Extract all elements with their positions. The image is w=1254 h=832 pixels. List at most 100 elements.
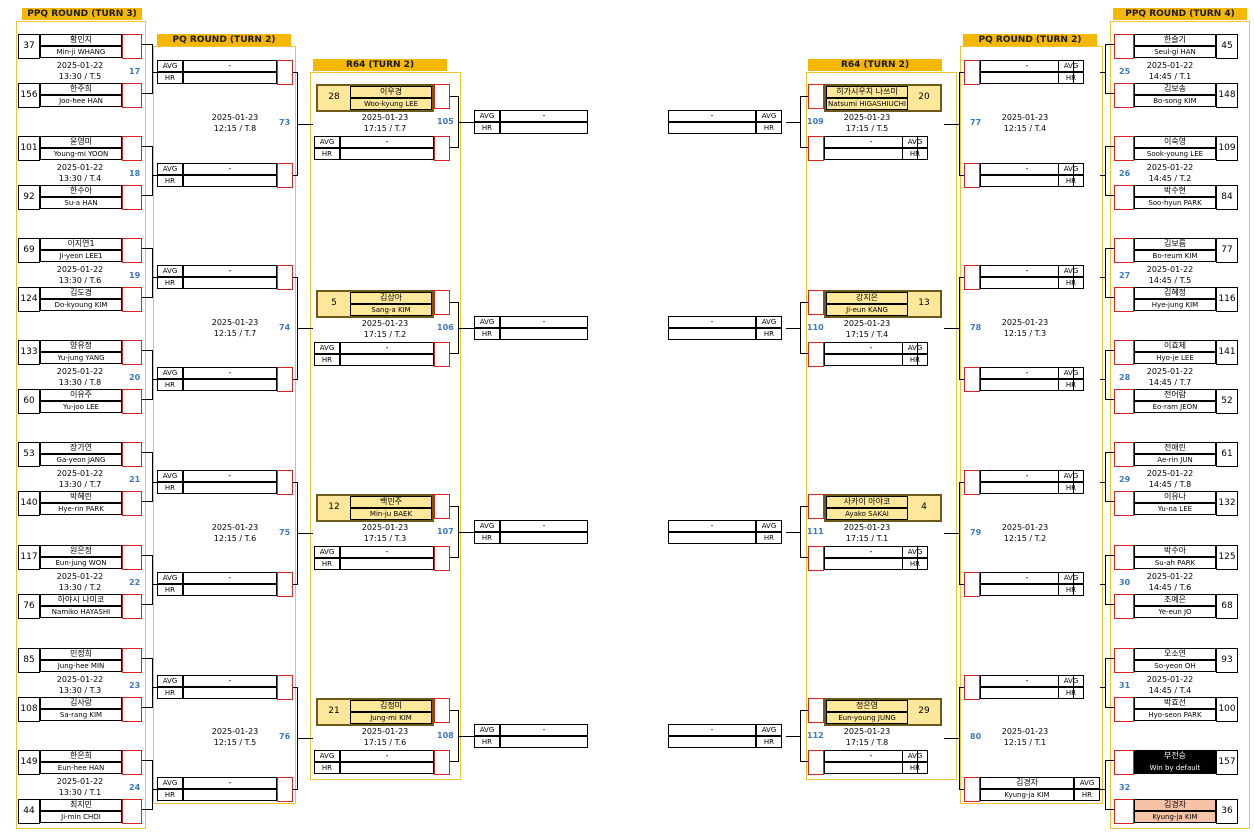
- score-tab[interactable]: [277, 470, 293, 495]
- score-tab[interactable]: [434, 342, 450, 367]
- score-tab[interactable]: [122, 545, 142, 570]
- score-tab[interactable]: [808, 84, 824, 109]
- score-tab[interactable]: [808, 136, 824, 161]
- score-tab[interactable]: [122, 287, 142, 312]
- score-tab[interactable]: [1114, 799, 1134, 824]
- score-tab[interactable]: [277, 60, 293, 85]
- score-tab[interactable]: [1114, 34, 1134, 59]
- score-tab[interactable]: [1114, 491, 1134, 516]
- score-tab[interactable]: [1114, 238, 1134, 263]
- score-tab[interactable]: [964, 367, 980, 392]
- score-tab[interactable]: [964, 675, 980, 700]
- score-tab[interactable]: [122, 34, 142, 59]
- score-tab[interactable]: [122, 340, 142, 365]
- score-tab[interactable]: [434, 84, 450, 109]
- score-tab[interactable]: [808, 494, 824, 519]
- score-tab[interactable]: [122, 750, 142, 775]
- score-tab[interactable]: [964, 470, 980, 495]
- score-tab[interactable]: [434, 698, 450, 723]
- score-tab[interactable]: [122, 389, 142, 414]
- score-tab[interactable]: [808, 342, 824, 367]
- score-tab[interactable]: [277, 572, 293, 597]
- score-tab[interactable]: [434, 494, 450, 519]
- score-tab[interactable]: [1114, 136, 1134, 161]
- score-tab[interactable]: [964, 777, 980, 802]
- score-tab[interactable]: [964, 60, 980, 85]
- score-tab[interactable]: [964, 572, 980, 597]
- score-tab[interactable]: [808, 750, 824, 775]
- score-tab[interactable]: [122, 594, 142, 619]
- score-tab[interactable]: [277, 777, 293, 802]
- score-tab[interactable]: [122, 83, 142, 108]
- score-tab[interactable]: [434, 290, 450, 315]
- score-tab[interactable]: [122, 799, 142, 824]
- score-tab[interactable]: [1114, 389, 1134, 414]
- score-tab[interactable]: [1114, 287, 1134, 312]
- score-tab[interactable]: [122, 491, 142, 516]
- score-tab[interactable]: [1114, 545, 1134, 570]
- score-tab[interactable]: [277, 675, 293, 700]
- score-tab[interactable]: [277, 265, 293, 290]
- score-tab[interactable]: [122, 136, 142, 161]
- score-tab[interactable]: [122, 697, 142, 722]
- score-tab[interactable]: [1114, 697, 1134, 722]
- score-tab[interactable]: [122, 648, 142, 673]
- score-tab[interactable]: [1114, 185, 1134, 210]
- score-tab[interactable]: [122, 185, 142, 210]
- score-tab[interactable]: [808, 698, 824, 723]
- score-tab[interactable]: [277, 367, 293, 392]
- score-tab[interactable]: [434, 546, 450, 571]
- score-tab[interactable]: [964, 265, 980, 290]
- score-tab[interactable]: [434, 750, 450, 775]
- score-tab[interactable]: [122, 442, 142, 467]
